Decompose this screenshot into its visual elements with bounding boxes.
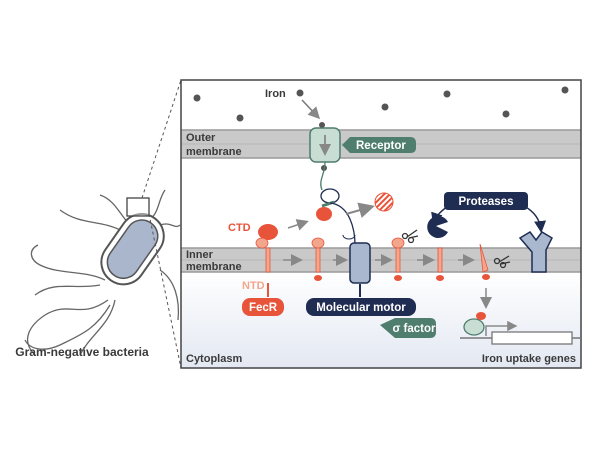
- iron-uptake-genes-label: Iron uptake genes: [482, 353, 576, 365]
- flagellum: [149, 189, 166, 221]
- outer-membrane-label-line2: membrane: [186, 146, 242, 158]
- fecr-tm-helix: [395, 247, 401, 273]
- flagellum: [26, 299, 109, 356]
- fecr-tm-helix: [265, 247, 271, 273]
- proteases-badge: [444, 192, 528, 210]
- fecr-label: FecR: [249, 302, 278, 314]
- flagellum: [30, 244, 106, 281]
- fecr-ntd-periplasm: [255, 237, 269, 249]
- cytoplasm-region: [181, 272, 581, 368]
- fecr-ntd-periplasm: [311, 237, 325, 249]
- transcription-arrow: [485, 320, 518, 336]
- ctd-label: CTD: [228, 222, 251, 234]
- degradation-arrow: [345, 202, 375, 218]
- fecr-badge: [242, 298, 284, 316]
- iron-label: Iron: [265, 88, 286, 100]
- zoom-line-bottom: [148, 213, 182, 369]
- fecr-fragment: [479, 243, 489, 273]
- receptor-tether: [320, 161, 326, 191]
- flagellum: [59, 209, 121, 231]
- ntd-label: NTD: [242, 280, 265, 292]
- receptor-badge: [342, 137, 416, 153]
- flagellum: [34, 284, 101, 296]
- bacterium-inner-body: [106, 219, 159, 280]
- flagellum: [159, 269, 180, 321]
- fecr-tm-helix: [315, 247, 321, 273]
- iron-atom-icon: [296, 89, 304, 97]
- bacterium-illustration: Gram-negative bacteria: [15, 79, 182, 369]
- sigma-factor-badge: [380, 318, 436, 338]
- scissors-icon: [493, 255, 511, 269]
- iron-atom-icon: [193, 94, 201, 102]
- degraded-ctd: [374, 192, 394, 212]
- protease-y-icon: [518, 231, 553, 273]
- inner-membrane-label-line1: Inner: [186, 249, 214, 261]
- iron-atom-icon: [236, 114, 244, 122]
- bacterium-caption: Gram-negative bacteria: [15, 345, 149, 359]
- molecular-motor-badge: [306, 298, 416, 316]
- fecr-ntd-cyto: [482, 274, 490, 280]
- iron-atom-icon: [502, 110, 510, 118]
- inner-membrane-label-line2: membrane: [186, 261, 242, 273]
- fecr-ntd-periplasm: [391, 237, 405, 249]
- iron-atom-icon: [561, 86, 569, 94]
- ctd-move-arrow: [287, 219, 309, 231]
- zoom-panel: Outer membrane Inner membrane Cytoplasm …: [180, 79, 582, 369]
- motor-rotation-icon: [342, 234, 356, 240]
- zoom-panel-frame: [180, 79, 582, 369]
- fecr-ntd-bound: [476, 312, 486, 320]
- motor-tether: [329, 202, 356, 246]
- scissors-icon: [401, 229, 419, 244]
- iron-atom-icon: [381, 103, 389, 111]
- zoom-line-top: [141, 79, 182, 199]
- proteases-arrow-left: [431, 205, 449, 225]
- iron-atom-icon: [443, 90, 451, 98]
- fecr-ctd: [258, 224, 278, 240]
- dna-gene-icon: [491, 331, 573, 345]
- sigma-factor-label: σ factor: [392, 323, 436, 335]
- tonb-complex: [320, 188, 340, 204]
- proteases-label: Proteases: [459, 196, 514, 208]
- outer-membrane-label-line1: Outer: [186, 132, 216, 144]
- iron-arrow: [301, 99, 321, 120]
- molecular-motor-label: Molecular motor: [316, 302, 406, 314]
- fecr-tm-helix: [437, 247, 443, 273]
- fecr-ntd-cyto: [314, 275, 322, 281]
- ctd-bound: [316, 207, 332, 221]
- receptor-label: Receptor: [356, 140, 406, 152]
- fecr-ntd-cyto: [394, 275, 402, 281]
- iron-atom-icon: [319, 122, 325, 128]
- fecr-ntd-cyto: [436, 275, 444, 281]
- cytoplasm-label: Cytoplasm: [186, 353, 242, 365]
- flagellum: [79, 299, 116, 356]
- sigma-factor-protein: [463, 318, 485, 336]
- flagellum: [24, 304, 111, 350]
- proteases-arrow-right: [523, 205, 547, 233]
- zoom-box: [126, 197, 150, 217]
- molecular-motor: [349, 242, 371, 284]
